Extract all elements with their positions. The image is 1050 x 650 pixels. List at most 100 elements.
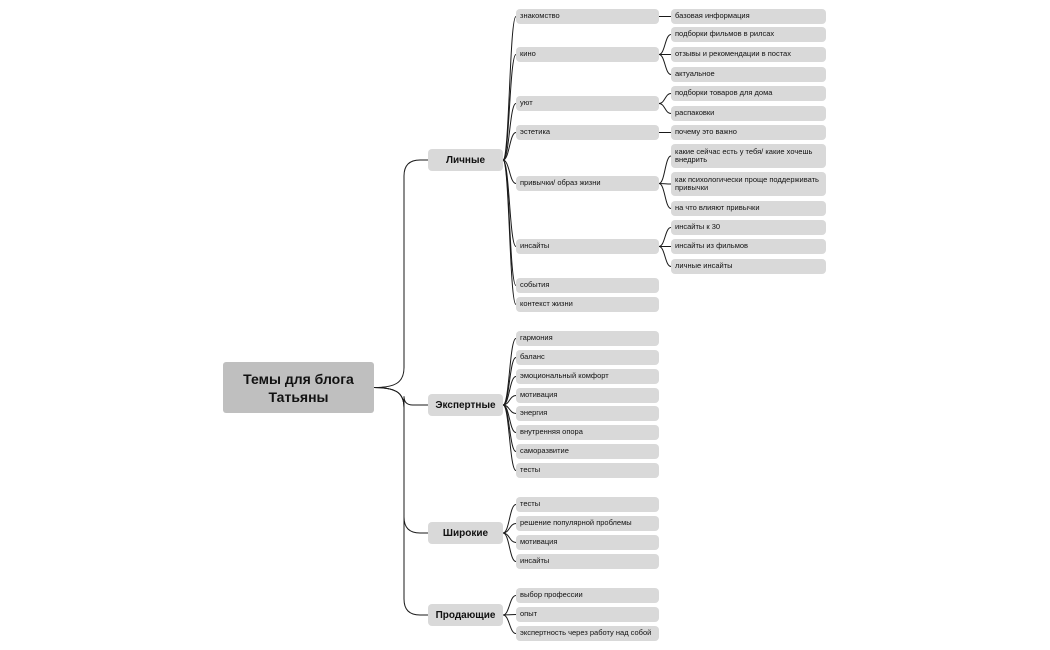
subtopic-node[interactable]: базовая информация	[671, 9, 826, 24]
subtopic-label: актуальное	[675, 69, 715, 79]
topic-node[interactable]: привычки/ образ жизни	[516, 176, 659, 191]
topic-label: экспертность через работу над собой	[520, 628, 652, 638]
connector-branch-topic	[502, 595, 517, 616]
topic-node[interactable]: инсайты	[516, 554, 659, 569]
subtopic-label: личные инсайты	[675, 261, 733, 271]
branch-label: Продающие	[435, 609, 496, 621]
topic-node[interactable]: экспертность через работу над собой	[516, 626, 659, 641]
subtopic-node[interactable]: личные инсайты	[671, 259, 826, 274]
topic-label: саморазвитие	[520, 446, 569, 456]
subtopic-label: базовая информация	[675, 11, 750, 21]
connector-branch-topic	[502, 159, 517, 305]
topic-label: привычки/ образ жизни	[520, 178, 601, 188]
topic-label: события	[520, 280, 550, 290]
branch-expert[interactable]: Экспертные	[428, 394, 503, 416]
connector-topic-subtopic	[658, 93, 672, 104]
branch-broad[interactable]: Широкие	[428, 522, 503, 544]
topic-node[interactable]: эстетика	[516, 125, 659, 140]
topic-node[interactable]: мотивация	[516, 388, 659, 403]
topic-node[interactable]: энергия	[516, 406, 659, 421]
subtopic-node[interactable]: актуальное	[671, 67, 826, 82]
topic-label: кино	[520, 49, 536, 59]
connector-topic-subtopic	[658, 227, 672, 247]
connector-topic-subtopic	[658, 155, 672, 184]
root-node[interactable]: Темы для блога Татьяны	[223, 362, 374, 413]
topic-label: эстетика	[520, 127, 551, 137]
connector-topic-subtopic	[658, 183, 672, 209]
topic-node[interactable]: знакомство	[516, 9, 659, 24]
connector-branch-topic	[502, 614, 517, 616]
topic-node[interactable]: опыт	[516, 607, 659, 622]
connector-root-branch	[373, 387, 428, 408]
topic-node[interactable]: контекст жизни	[516, 297, 659, 312]
connector-branch-topic	[502, 159, 517, 184]
topic-node[interactable]: события	[516, 278, 659, 293]
topic-node[interactable]: мотивация	[516, 535, 659, 550]
topic-label: контекст жизни	[520, 299, 573, 309]
topic-node[interactable]: баланс	[516, 350, 659, 365]
topic-node[interactable]: инсайты	[516, 239, 659, 254]
topic-label: энергия	[520, 408, 548, 418]
connector-root-branch	[373, 387, 428, 534]
connector-branch-topic	[502, 532, 517, 562]
topic-node[interactable]: эмоциональный комфорт	[516, 369, 659, 384]
subtopic-node[interactable]: почему это важно	[671, 125, 826, 140]
connector-branch-topic	[502, 357, 517, 406]
subtopic-label: распаковки	[675, 108, 715, 118]
topic-label: мотивация	[520, 390, 558, 400]
branch-personal[interactable]: Личные	[428, 149, 503, 171]
subtopic-node[interactable]: на что влияют привычки	[671, 201, 826, 216]
connector-branch-topic	[502, 16, 517, 161]
subtopic-label: инсайты к 30	[675, 222, 721, 232]
topic-label: знакомство	[520, 11, 560, 21]
subtopic-node[interactable]: инсайты к 30	[671, 220, 826, 235]
topic-label: мотивация	[520, 537, 558, 547]
connector-topic-subtopic	[658, 54, 672, 75]
connector-branch-topic	[502, 132, 517, 161]
topic-node[interactable]: уют	[516, 96, 659, 111]
topic-node[interactable]: саморазвитие	[516, 444, 659, 459]
topic-node[interactable]: тесты	[516, 497, 659, 512]
subtopic-label: инсайты из фильмов	[675, 241, 749, 251]
connector-topic-subtopic	[658, 34, 672, 55]
topic-label: решение популярной проблемы	[520, 518, 632, 528]
subtopic-node[interactable]: подборки товаров для дома	[671, 86, 826, 101]
subtopic-node[interactable]: подборки фильмов в рилсах	[671, 27, 826, 42]
subtopic-label: отзывы и рекомендации в постах	[675, 49, 791, 59]
subtopic-node[interactable]: как психологически проще поддерживать пр…	[671, 172, 826, 196]
root-label: Темы для блога Татьяны	[243, 370, 354, 405]
topic-node[interactable]: выбор профессии	[516, 588, 659, 603]
subtopic-label: как психологически проще поддерживать пр…	[675, 174, 819, 192]
topic-node[interactable]: решение популярной проблемы	[516, 516, 659, 531]
topic-label: выбор профессии	[520, 590, 583, 600]
connector-branch-topic	[502, 614, 517, 634]
subtopic-node[interactable]: отзывы и рекомендации в постах	[671, 47, 826, 62]
topic-label: уют	[520, 98, 533, 108]
subtopic-label: подборки товаров для дома	[675, 88, 773, 98]
topic-label: тесты	[520, 499, 541, 509]
connector-root-branch	[373, 387, 428, 616]
branch-selling[interactable]: Продающие	[428, 604, 503, 626]
topic-label: опыт	[520, 609, 538, 619]
topic-label: инсайты	[520, 241, 550, 251]
topic-node[interactable]: гармония	[516, 331, 659, 346]
subtopic-label: на что влияют привычки	[675, 203, 760, 213]
connector-branch-topic	[502, 103, 517, 161]
connector-branch-topic	[502, 404, 517, 471]
topic-node[interactable]: кино	[516, 47, 659, 62]
topic-label: гармония	[520, 333, 553, 343]
branch-label: Широкие	[442, 527, 489, 539]
branch-label: Личные	[445, 154, 486, 166]
topic-node[interactable]: внутренняя опора	[516, 425, 659, 440]
subtopic-node[interactable]: инсайты из фильмов	[671, 239, 826, 254]
subtopic-node[interactable]: распаковки	[671, 106, 826, 121]
subtopic-label: подборки фильмов в рилсах	[675, 29, 775, 39]
connector-topic-subtopic	[658, 246, 672, 267]
connector-branch-topic	[502, 504, 517, 534]
subtopic-label: какие сейчас есть у тебя/ какие хочешь в…	[675, 146, 813, 164]
topic-label: эмоциональный комфорт	[520, 371, 609, 381]
topic-label: баланс	[520, 352, 545, 362]
subtopic-node[interactable]: какие сейчас есть у тебя/ какие хочешь в…	[671, 144, 826, 168]
topic-node[interactable]: тесты	[516, 463, 659, 478]
connector-branch-topic	[502, 404, 517, 452]
